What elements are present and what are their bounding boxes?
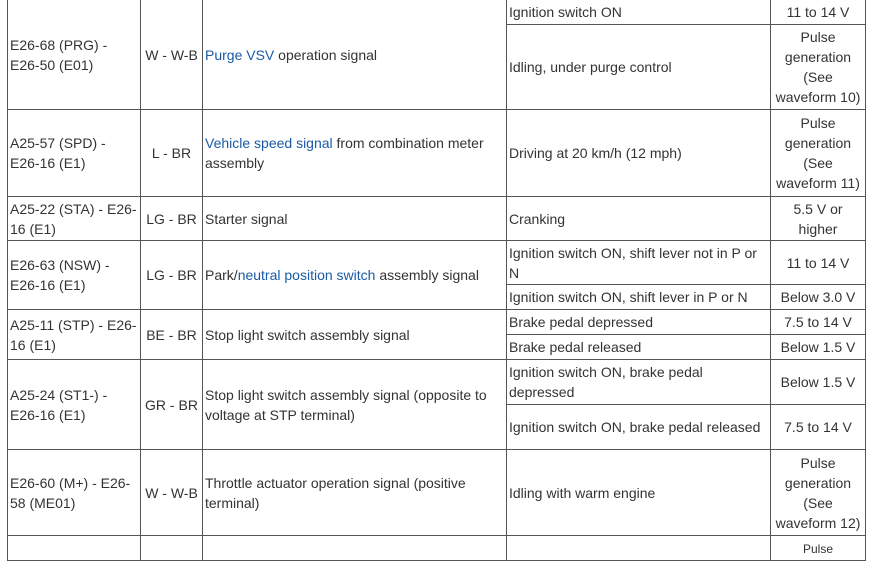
description-cell: [202, 535, 507, 561]
table-row: A25-22 (STA) - E26-16 (E1) LG - BR Start…: [7, 196, 866, 241]
terminal-cell: A25-22 (STA) - E26-16 (E1): [7, 196, 141, 241]
description-link[interactable]: Purge VSV: [205, 46, 275, 63]
description-link[interactable]: neutral position switch: [237, 267, 376, 283]
spec-text: Pulse: [802, 542, 834, 556]
description-text: from combination meter assembly: [205, 135, 484, 171]
condition-cell: Brake pedal released: [506, 334, 771, 360]
condition-cell: Ignition switch ON, brake pedal released: [506, 404, 771, 450]
condition-cell: Ignition switch ON, shift lever in P or …: [506, 284, 771, 310]
table-row: Pulse: [7, 535, 866, 561]
wiring-color-cell: LG - BR: [140, 240, 203, 310]
condition-cell: Ignition switch ON, shift lever not in P…: [506, 240, 771, 285]
terminal-cell: [7, 535, 141, 561]
spec-cell: Pulse generation (See waveform 10): [770, 24, 866, 110]
wiring-color-cell: W - W-B: [140, 0, 203, 110]
spec-cell: 5.5 V or higher: [770, 196, 866, 241]
table-row: E26-60 (M+) - E26-58 (ME01) W - W-B Thro…: [7, 449, 866, 536]
terminal-cell: E26-68 (PRG) - E26-50 (E01): [7, 0, 141, 110]
description-cell: Stop light switch assembly signal (oppos…: [202, 359, 507, 450]
condition-cell: Ignition switch ON: [506, 0, 771, 25]
description-cell: Throttle actuator operation signal (posi…: [202, 449, 507, 536]
spec-cell: 7.5 to 14 V: [770, 404, 866, 450]
table-row: Idling, under purge control Pulse genera…: [8, 24, 866, 110]
table-row: Ignition switch ON, brake pedal released…: [8, 404, 866, 450]
condition-cell: Idling, under purge control: [506, 24, 771, 110]
condition-cell: Driving at 20 km/h (12 mph): [506, 109, 771, 197]
spec-cell: 11 to 14 V: [770, 240, 866, 285]
spec-cell: Pulse generation (See waveform 12): [770, 449, 866, 536]
condition-cell: Brake pedal depressed: [506, 309, 771, 335]
description-text: operation signal: [274, 46, 378, 63]
spec-cell: Below 1.5 V: [770, 359, 866, 405]
spec-cell: Below 3.0 V: [770, 284, 866, 310]
table-row: A25-24 (ST1-) - E26-16 (E1) GR - BR Stop…: [7, 359, 866, 450]
description-cell: Purge VSV operation signal: [202, 0, 507, 110]
terminal-cell: A25-24 (ST1-) - E26-16 (E1): [7, 359, 141, 450]
wiring-color-cell: L - BR: [140, 109, 203, 197]
spec-cell: 7.5 to 14 V: [770, 309, 866, 335]
table-row: A25-11 (STP) - E26-16 (E1) BE - BR Stop …: [7, 309, 866, 360]
condition-cell: Cranking: [506, 196, 771, 241]
wiring-color-cell: BE - BR: [140, 309, 203, 360]
description-text: assembly signal: [375, 267, 479, 283]
description-text: Park/: [205, 267, 238, 283]
condition-cell: [506, 535, 771, 561]
wiring-color-cell: [140, 535, 203, 561]
description-cell: Park/neutral position switch assembly si…: [202, 240, 507, 310]
terminal-cell: E26-63 (NSW) - E26-16 (E1): [7, 240, 141, 310]
description-link[interactable]: Vehicle speed signal: [205, 135, 333, 151]
spec-cell: Below 1.5 V: [770, 334, 866, 360]
wiring-color-cell: W - W-B: [140, 449, 203, 536]
spec-cell: Pulse generation (See waveform 11): [770, 109, 866, 197]
wiring-color-cell: LG - BR: [140, 196, 203, 241]
spec-cell: Pulse: [770, 535, 866, 561]
condition-cell: Idling with warm engine: [506, 449, 771, 536]
table-row: E26-68 (PRG) - E26-50 (E01) W - W-B Purg…: [7, 0, 866, 110]
table-row: Brake pedal released Below 1.5 V: [8, 334, 866, 360]
description-cell: Starter signal: [202, 196, 507, 241]
terminal-cell: A25-11 (STP) - E26-16 (E1): [7, 309, 141, 360]
terminal-cell: A25-57 (SPD) - E26-16 (E1): [7, 109, 141, 197]
terminal-cell: E26-60 (M+) - E26-58 (ME01): [7, 449, 141, 536]
table-row: A25-57 (SPD) - E26-16 (E1) L - BR Vehicl…: [7, 109, 866, 197]
wiring-color-cell: GR - BR: [140, 359, 203, 450]
description-cell: Vehicle speed signal from combination me…: [202, 109, 507, 197]
terminal-spec-table: E26-68 (PRG) - E26-50 (E01) W - W-B Purg…: [7, 0, 866, 561]
description-cell: Stop light switch assembly signal: [202, 309, 507, 360]
table-row: E26-63 (NSW) - E26-16 (E1) LG - BR Park/…: [7, 240, 866, 310]
spec-cell: 11 to 14 V: [770, 0, 866, 25]
condition-cell: Ignition switch ON, brake pedal depresse…: [506, 359, 771, 405]
table-row: Ignition switch ON, shift lever in P or …: [8, 284, 866, 310]
